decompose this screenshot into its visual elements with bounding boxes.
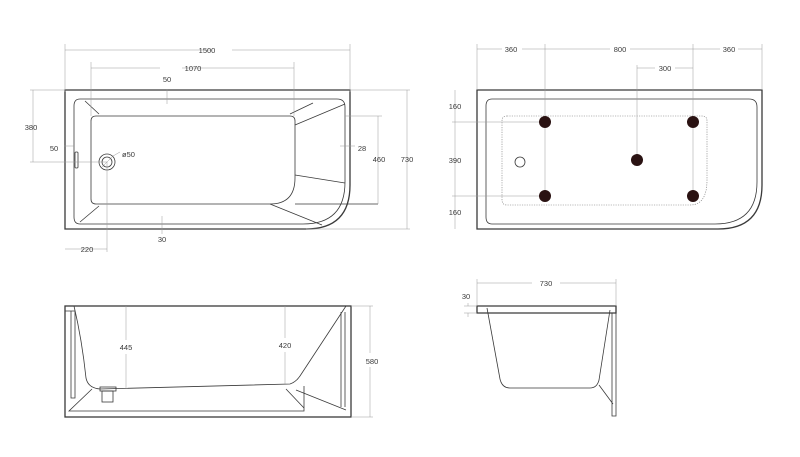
tub-outline [476,89,763,230]
dim-width: 730 [401,155,414,164]
dim-depth-right: 420 [279,341,292,350]
dim-rim-right: 28 [358,144,366,153]
dim-bottom: 160 [449,208,462,217]
dim-left: 360 [505,45,518,54]
basin-slope-lines [68,386,347,412]
dim-middle: 800 [614,45,627,54]
basin-slope-lines [79,100,378,226]
basin-profile [73,305,347,390]
jet-icon [687,190,699,202]
dim-center-jet: 300 [659,64,672,73]
dim-drain-diameter: ø50 [122,150,135,159]
dim-depth-left: 445 [120,343,133,352]
overflow-icon [74,151,79,169]
top-view: 1500 1070 50 380 50 ø50 28 460 730 30 22… [25,44,414,254]
tub-basin [90,115,296,205]
jet-icon [539,190,551,202]
jet-icon [687,116,699,128]
jet-icon [539,116,551,128]
dim-drain-y: 380 [25,123,38,132]
tub-rim [73,98,346,225]
dim-drain-x: 220 [81,245,94,254]
side-view: 445 420 580 [64,305,379,418]
dim-rim: 30 [462,292,470,301]
tub-outline [64,89,351,230]
jet-zone-outline [501,115,708,206]
dim-top: 160 [449,102,462,111]
basin-profile [486,307,611,389]
dim-height: 580 [366,357,379,366]
dim-length: 1500 [199,46,216,55]
dim-width: 730 [540,279,553,288]
jet-icon [631,154,643,166]
tub-side-outline [64,305,352,418]
tub-rim [476,305,617,314]
support-leg [598,313,617,417]
jets-view: 360 800 360 300 160 390 160 [449,44,763,230]
side-panels [65,310,346,407]
dim-inner-length: 1070 [185,64,202,73]
tub-rim [485,98,758,225]
dim-between: 390 [449,156,462,165]
dim-rim-bottom: 30 [158,235,166,244]
dim-rim-top: 50 [163,75,171,84]
drain-icon [514,156,526,168]
end-view: 730 30 [462,279,617,417]
dim-right: 360 [723,45,736,54]
dim-inner-width: 460 [373,155,386,164]
dim-rim-left: 50 [50,144,58,153]
